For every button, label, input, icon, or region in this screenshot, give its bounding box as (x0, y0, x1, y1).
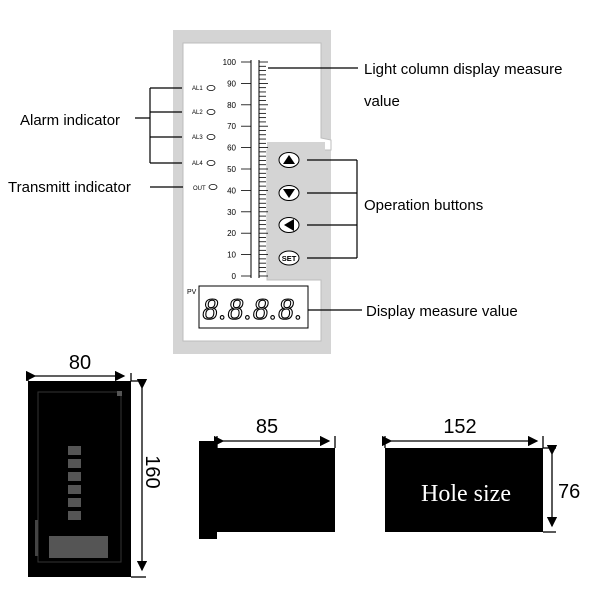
light-column-label: Light column display measure (364, 61, 562, 78)
up-arrow-icon (283, 155, 295, 164)
alarm-led-icon (206, 109, 216, 116)
alarm-led-label: AL4 (192, 161, 203, 167)
side-depth-value: 85 (256, 416, 278, 438)
hole-size-rect (385, 448, 543, 532)
hole-height-value: 76 (558, 481, 580, 503)
hole-size-label: Hole size (421, 481, 511, 507)
front-display (49, 536, 108, 558)
up-button[interactable] (278, 152, 300, 168)
out-led: OUT (193, 183, 218, 192)
scale-tick-label: 60 (227, 144, 236, 153)
scale-tick-label: 90 (227, 79, 236, 88)
pv-label: PV (187, 289, 197, 296)
alarm-led-icon (206, 85, 216, 92)
set-button-label: SET (282, 254, 297, 263)
down-button[interactable] (278, 185, 300, 201)
display-measure-label: Display measure value (366, 303, 518, 320)
front-height-value: 160 (141, 455, 163, 488)
scale-tick-label: 70 (227, 122, 236, 131)
transmit-indicator-label: Transmitt indicator (8, 179, 131, 196)
front-view (28, 381, 131, 577)
side-view (199, 441, 335, 539)
scale-tick-label: 20 (227, 229, 236, 238)
pv-display-digits: 8.8.8.8. (203, 291, 304, 326)
side-dimensions (213, 435, 336, 448)
hole-dimensions (381, 435, 558, 533)
out-led-label: OUT (193, 186, 206, 192)
alarm-led-label: AL3 (192, 135, 203, 141)
left-arrow-icon (284, 219, 294, 231)
operation-buttons-label: Operation buttons (364, 197, 483, 214)
scale-tick-label: 0 (232, 272, 237, 281)
down-arrow-icon (283, 189, 295, 198)
alarm-led-icon (206, 159, 216, 166)
front-dimensions (25, 370, 148, 578)
scale-tick-label: 100 (223, 58, 237, 67)
pv-display (198, 285, 309, 329)
light-column-label-line2: value (364, 93, 400, 110)
scale-tick-label: 50 (227, 165, 236, 174)
scale-tick-label: 30 (227, 208, 236, 217)
set-button[interactable]: SET (278, 250, 300, 266)
alarm-led-label: AL1 (192, 86, 203, 92)
scale-tick-label: 80 (227, 101, 236, 110)
button-area (267, 142, 325, 270)
out-led-icon (208, 183, 218, 190)
front-width-value: 80 (69, 352, 91, 374)
scale-tick-label: 10 (227, 251, 236, 260)
alarm-led-label: AL2 (192, 110, 203, 116)
scale-tick-label: 40 (227, 186, 236, 195)
hole-width-value: 152 (443, 416, 476, 438)
callouts (135, 67, 362, 311)
alarm-led-icon (206, 133, 216, 140)
alarm-indicator-label: Alarm indicator (20, 112, 120, 129)
left-button[interactable] (278, 217, 300, 233)
